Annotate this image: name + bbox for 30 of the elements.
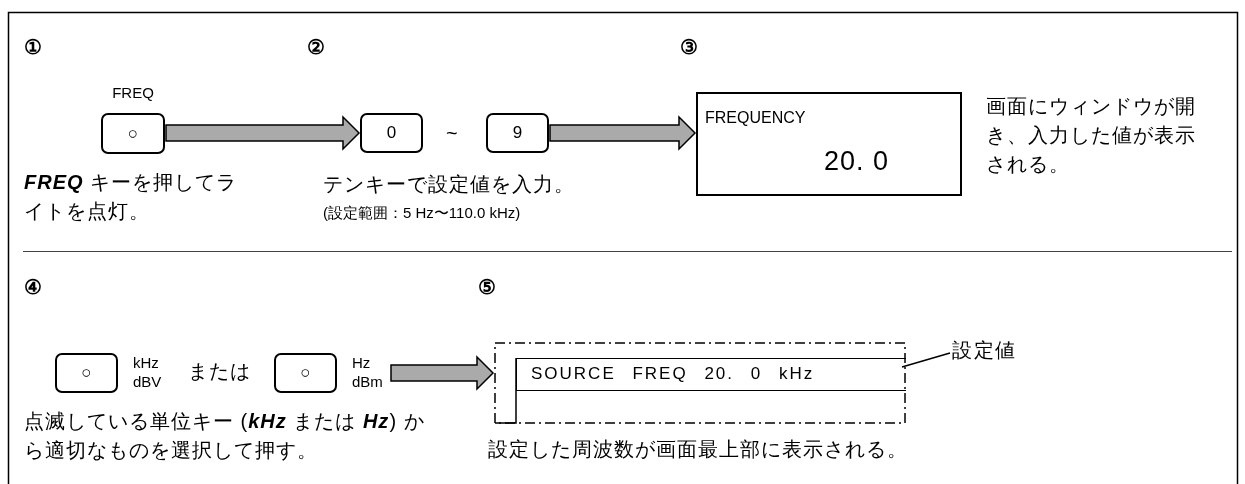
- instruction-text: 設定した周波数が画面最上部に表示される。: [488, 437, 909, 462]
- tilde: ~: [446, 121, 459, 146]
- key: 0: [360, 113, 423, 153]
- step-number: ②: [307, 35, 326, 60]
- arrow: [549, 115, 697, 151]
- arrow: [165, 115, 361, 151]
- display-window: [696, 92, 962, 196]
- step-number: ④: [24, 275, 43, 300]
- instruction-text: FREQ キーを押してライトを点灯。: [24, 170, 239, 224]
- step-number: ①: [24, 35, 43, 60]
- step-number: ⑤: [478, 275, 497, 300]
- instruction-text: 画面にウィンドウが開き、入力した値が表示される。: [986, 94, 1197, 177]
- key: ○: [55, 353, 118, 393]
- display-value: 20. 0: [824, 146, 890, 177]
- status-bar: SOURCE FREQ 20. 0 kHz: [516, 358, 906, 391]
- connector-word: または: [188, 359, 251, 384]
- leader-line: [901, 352, 951, 368]
- step-number: ③: [680, 35, 699, 60]
- instruction-text: 点滅している単位キー (kHz または Hz) から適切なものを選択して押す。: [24, 409, 426, 463]
- key: ○: [274, 353, 337, 393]
- arrow: [390, 355, 495, 391]
- range-note: (設定範囲：5 Hz〜110.0 kHz): [323, 203, 522, 223]
- instruction-text: テンキーで設定値を入力。: [323, 172, 576, 197]
- unit-label: Hz dBm: [352, 353, 384, 391]
- unit-label: kHz dBV: [133, 353, 163, 391]
- display-heading: FREQUENCY: [705, 109, 806, 127]
- key: ○: [101, 113, 165, 154]
- callout-label: 設定値: [952, 337, 1017, 364]
- key-label: FREQ: [111, 84, 155, 101]
- key: 9: [486, 113, 549, 153]
